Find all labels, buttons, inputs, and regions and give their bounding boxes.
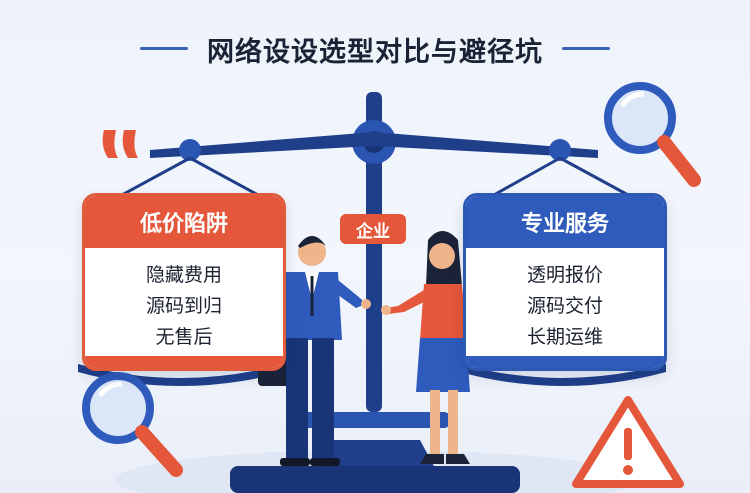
center-badge: 企业 <box>340 214 406 244</box>
businessman-figure <box>258 236 371 466</box>
panel-left-body: 隐藏费用 源码到归 无售后 <box>85 248 283 353</box>
panel-right-item: 源码交付 <box>526 295 603 317</box>
magnifier-icon-top-right <box>604 82 701 187</box>
panel-right-heading: 专业服务 <box>466 196 664 248</box>
title-deco-right <box>562 47 610 50</box>
scale-base <box>314 440 436 470</box>
panel-right-footer <box>466 356 664 368</box>
warning-triangle-icon <box>572 396 684 488</box>
panel-right-item: 透明报价 <box>526 264 603 286</box>
panel-left-item: 无售后 <box>155 326 213 348</box>
panel-left-heading: 低价陷阱 <box>85 196 283 248</box>
scale-beam <box>150 132 598 158</box>
title-deco-left <box>140 47 188 50</box>
panel-professional-service: 专业服务 透明报价 源码交付 长期运维 <box>463 193 667 371</box>
scale-pillar <box>366 92 382 412</box>
title-wrap: 网络设设选型对比与避径坑 <box>0 30 750 69</box>
panel-left-item: 源码到归 <box>145 295 222 317</box>
page-title: 网络设设选型对比与避径坑 <box>207 37 543 68</box>
panel-low-price-trap: 低价陷阱 隐藏费用 源码到归 无售后 <box>82 193 286 371</box>
businesswoman-figure <box>381 231 470 464</box>
panel-right-item: 长期运维 <box>526 326 603 348</box>
panel-right-body: 透明报价 源码交付 长期运维 <box>466 248 664 353</box>
quote-mark-icon <box>102 130 138 158</box>
panel-left-item: 隐藏费用 <box>145 264 222 286</box>
magnifier-icon-bottom-left <box>82 372 183 477</box>
panel-left-footer <box>85 356 283 368</box>
